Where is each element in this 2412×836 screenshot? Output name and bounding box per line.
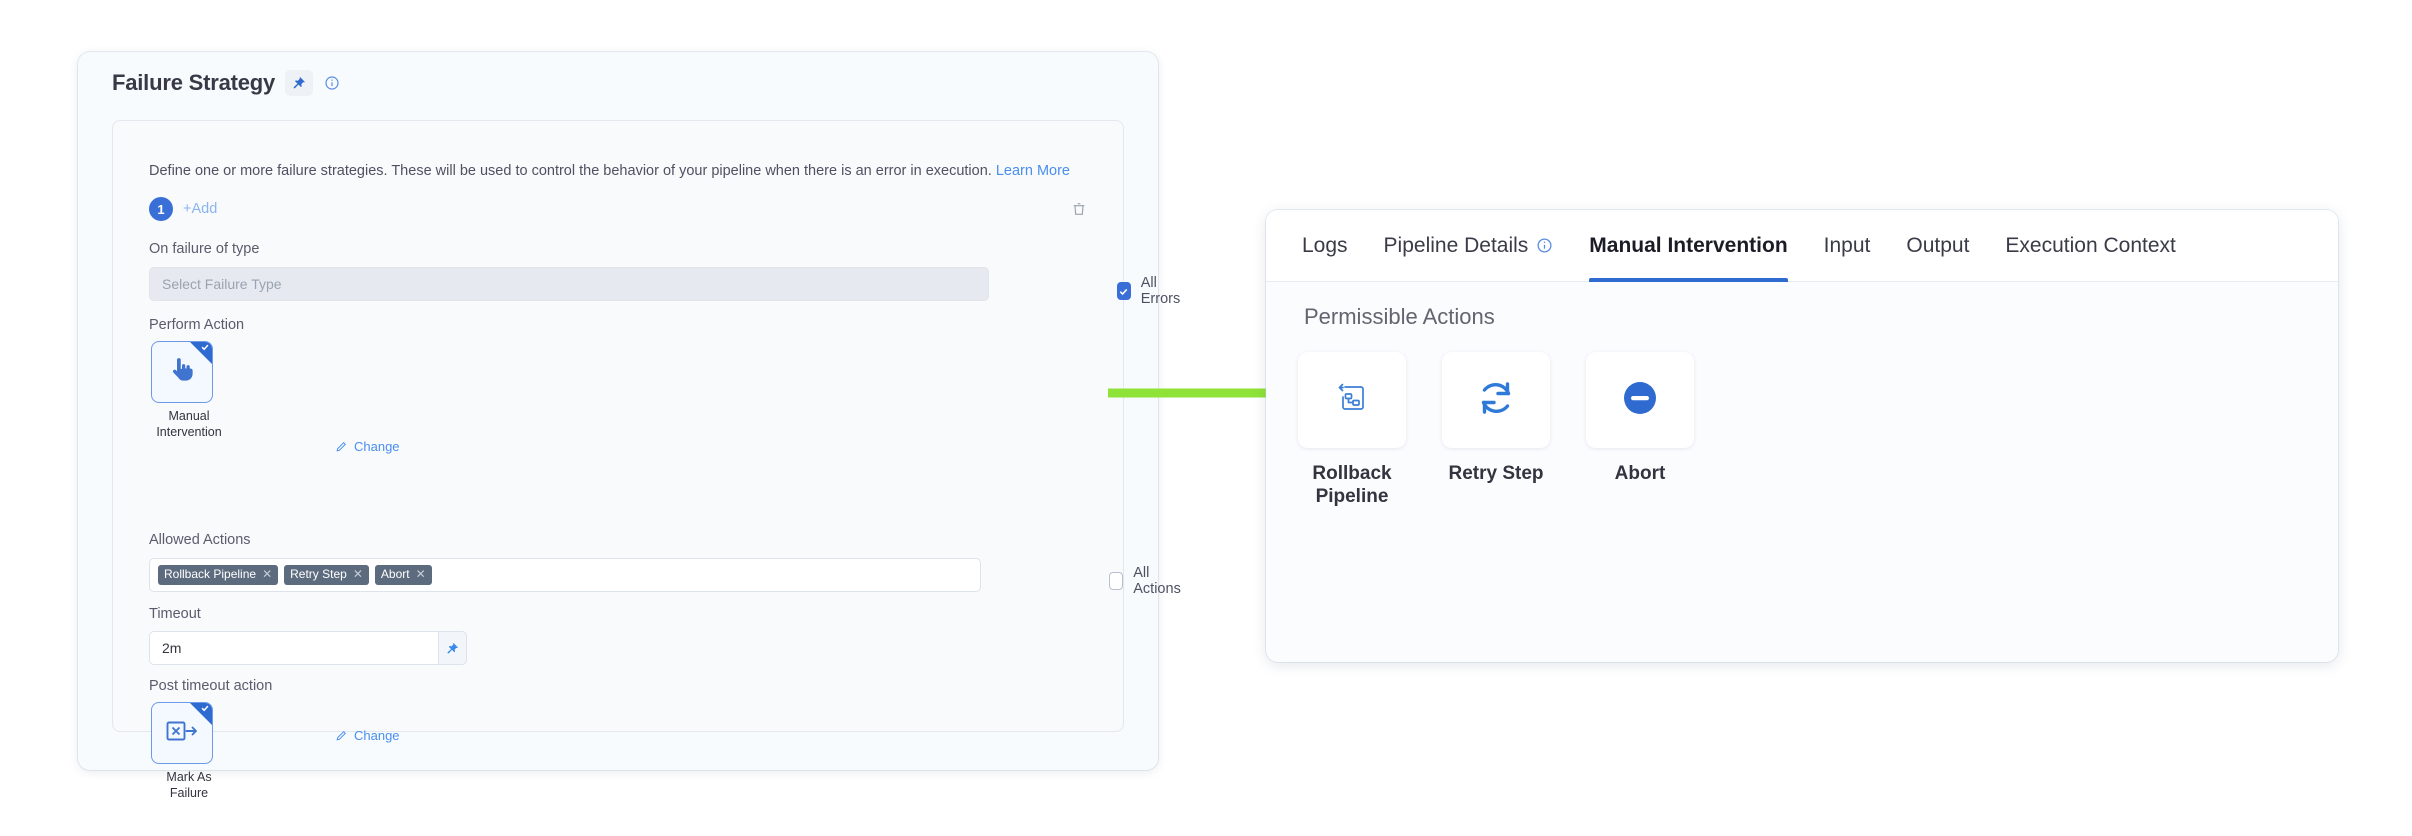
tab-pipeline-details[interactable]: Pipeline Details [1384, 210, 1554, 282]
failure-type-placeholder: Select Failure Type [162, 276, 282, 292]
strategy-index-badge[interactable]: 1 [149, 197, 173, 221]
description-text: Define one or more failure strategies. T… [149, 161, 1070, 181]
all-actions-checkbox-row[interactable]: All Actions [1109, 565, 1185, 597]
mark-as-failure-tile-label: Mark As Failure [151, 770, 227, 801]
post-timeout-action-tile[interactable]: Mark As Failure [151, 702, 227, 801]
allowed-action-tag[interactable]: Retry Step ✕ [284, 565, 369, 585]
check-icon [200, 342, 210, 356]
tab-execution-context[interactable]: Execution Context [2005, 210, 2175, 282]
post-timeout-change-link[interactable]: Change [335, 728, 400, 743]
abort-minus-circle-icon [1617, 375, 1663, 426]
manual-intervention-tile[interactable] [151, 341, 213, 403]
all-errors-checkbox-row[interactable]: All Errors [1117, 275, 1184, 307]
change-label: Change [354, 728, 400, 743]
tag-label: Retry Step [290, 567, 347, 582]
tab-manual-intervention[interactable]: Manual Intervention [1589, 210, 1789, 282]
action-label: Abort [1615, 462, 1666, 485]
on-failure-label: On failure of type [149, 241, 260, 257]
permissible-action-item[interactable]: Abort [1586, 352, 1694, 508]
tag-remove-icon[interactable]: ✕ [415, 567, 426, 582]
perform-action-change-link[interactable]: Change [335, 439, 400, 454]
allowed-actions-tags: Rollback Pipeline ✕ Retry Step ✕ Abort ✕ [158, 565, 432, 585]
info-circle-icon[interactable] [323, 74, 341, 92]
pencil-icon [336, 731, 346, 741]
pencil-icon [336, 442, 346, 452]
tab-label: Logs [1302, 233, 1348, 257]
tab-label: Pipeline Details [1383, 233, 1529, 257]
failure-strategy-card: Define one or more failure strategies. T… [112, 120, 1181, 800]
tag-remove-icon[interactable]: ✕ [262, 567, 273, 582]
permissible-action-item[interactable]: Retry Step [1442, 352, 1550, 508]
panel-header: Failure Strategy [78, 52, 1158, 108]
page-title: Failure Strategy [112, 70, 276, 95]
change-label: Change [354, 439, 400, 454]
add-strategy-link[interactable]: +Add [183, 201, 218, 217]
tab-label: Manual Intervention [1589, 233, 1788, 257]
allowed-action-tag[interactable]: Abort ✕ [374, 565, 432, 585]
manual-intervention-tile-label: Manual Intervention [151, 409, 227, 440]
retry-refresh-icon [1473, 375, 1519, 426]
mark-as-failure-icon [165, 718, 199, 749]
pin-icon[interactable] [285, 70, 314, 96]
timeout-label: Timeout [149, 606, 201, 622]
tab-input[interactable]: Input [1824, 210, 1871, 282]
action-label-line2: Pipeline [1315, 486, 1389, 508]
timeout-input[interactable]: 2m [149, 631, 439, 665]
tab-label: Input [1823, 233, 1871, 257]
tile-label-line2: Intervention [156, 424, 222, 439]
allowed-actions-label: Allowed Actions [149, 532, 251, 548]
action-card[interactable] [1298, 352, 1406, 448]
timeout-pin-icon[interactable] [439, 631, 467, 665]
tab-logs[interactable]: Logs [1302, 210, 1348, 282]
description-sentence: Define one or more failure strategies. T… [149, 163, 992, 179]
learn-more-link[interactable]: Learn More [995, 163, 1070, 179]
tab-label: Execution Context [2005, 233, 2176, 257]
all-errors-checkbox[interactable] [1117, 282, 1131, 300]
step-details-panel: Logs Pipeline Details Manual Intervention I… [1266, 210, 2338, 662]
tile-label-line2: Failure [169, 785, 209, 800]
action-label-line1: Retry Step [1448, 463, 1544, 484]
tile-label-line1: Mark As [166, 770, 212, 784]
tag-remove-icon[interactable]: ✕ [352, 567, 363, 582]
tag-label: Rollback Pipeline [164, 567, 257, 582]
failure-strategy-panel: Failure Strategy Define one or more fail… [78, 52, 1181, 800]
all-errors-label: All Errors [1140, 275, 1181, 307]
action-label-line1: Abort [1614, 463, 1666, 484]
rollback-pipeline-icon [1331, 377, 1373, 424]
allowed-action-tag[interactable]: Rollback Pipeline ✕ [158, 565, 279, 585]
post-timeout-label: Post timeout action [149, 678, 273, 694]
all-actions-checkbox[interactable] [1109, 572, 1124, 590]
tab-output[interactable]: Output [1906, 210, 1969, 282]
perform-action-tile[interactable]: Manual Intervention [151, 341, 227, 440]
all-actions-label: All Actions [1133, 565, 1181, 597]
tab-bar: Logs Pipeline Details Manual Intervention I… [1266, 210, 2338, 282]
info-circle-icon[interactable] [1535, 237, 1553, 255]
permissible-actions-title: Permissible Actions [1304, 304, 1495, 329]
perform-action-label: Perform Action [149, 317, 245, 333]
failure-type-select[interactable]: Select Failure Type [149, 267, 989, 301]
tag-label: Abort [380, 567, 410, 582]
mark-as-failure-tile[interactable] [151, 702, 213, 764]
allowed-actions-input[interactable]: Rollback Pipeline ✕ Retry Step ✕ Abort ✕ [149, 558, 981, 592]
action-card[interactable] [1586, 352, 1694, 448]
action-label: Retry Step [1448, 462, 1543, 485]
timeout-value: 2m [162, 640, 182, 656]
action-card[interactable] [1442, 352, 1550, 448]
tab-label: Output [1906, 233, 1970, 257]
hand-pointer-icon [167, 355, 197, 390]
check-icon [200, 703, 210, 717]
trash-icon[interactable] [1071, 201, 1089, 219]
tile-label-line1: Manual [168, 409, 210, 423]
strategy-index-row: 1 +Add [149, 197, 217, 221]
action-label-line1: Rollback [1312, 463, 1392, 484]
